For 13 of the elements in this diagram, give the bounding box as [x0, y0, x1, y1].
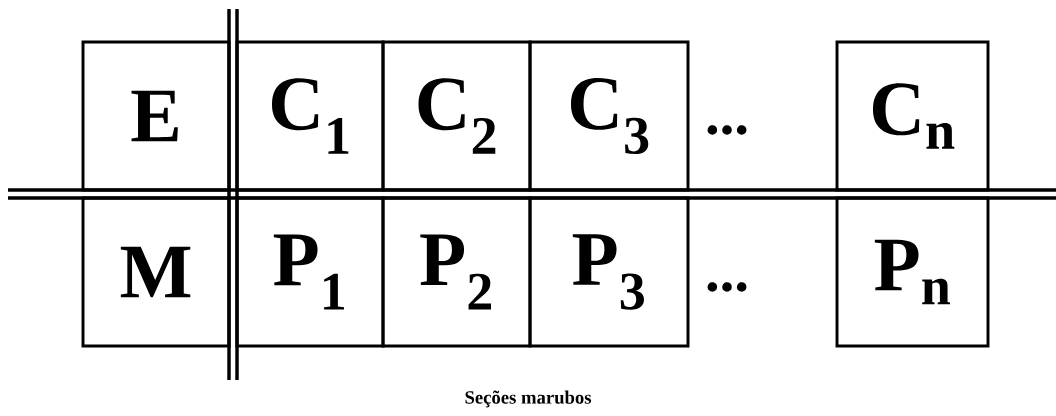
ellipsis: ...	[707, 282, 747, 292]
caption: Seções marubos	[465, 390, 592, 408]
section-box: P$_{2}$	[381, 196, 532, 348]
section-box: C$_{2}$	[381, 40, 532, 192]
section-box: M	[81, 196, 231, 348]
section-box: P$_{n}$	[835, 196, 990, 348]
section-box: E	[81, 40, 231, 192]
section-box: C$_{n}$	[835, 40, 990, 192]
section-box: C$_{3}$	[528, 40, 690, 192]
section-box: P$_{1}$	[235, 196, 385, 348]
section-box: P$_{3}$	[528, 196, 690, 348]
ellipsis: ...	[707, 125, 747, 135]
section-box: C$_{1}$	[235, 40, 385, 192]
